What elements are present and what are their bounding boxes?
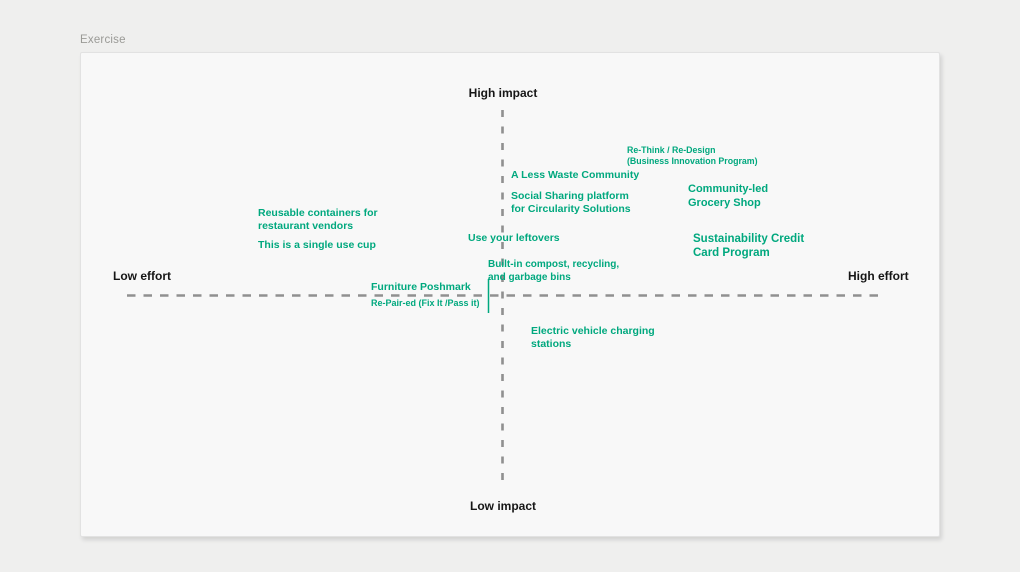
note-social-sharing-platform[interactable]: Social Sharing platform for Circularity …	[511, 190, 631, 216]
note-less-waste-community[interactable]: A Less Waste Community	[511, 169, 640, 181]
frame-title[interactable]: Exercise	[80, 34, 126, 46]
axis-label-high-impact[interactable]: High impact	[468, 86, 538, 100]
axis-label-low-effort[interactable]: Low effort	[113, 269, 171, 283]
note-use-your-leftovers[interactable]: Use your leftovers	[468, 232, 560, 244]
axis-label-high-effort[interactable]: High effort	[848, 269, 909, 283]
note-built-in-compost[interactable]: Built-in compost, recycling, and garbage…	[488, 259, 620, 283]
note-reusable-containers[interactable]: Reusable containers for restaurant vendo…	[258, 207, 378, 233]
note-re-pair-ed[interactable]: Re-Pair-ed (Fix It /Pass it)	[371, 298, 480, 308]
note-ev-charging[interactable]: Electric vehicle charging stations	[531, 325, 655, 351]
note-single-use-cup[interactable]: This is a single use cup	[258, 239, 376, 251]
note-sustainability-credit-card[interactable]: Sustainability Credit Card Program	[693, 233, 805, 260]
note-furniture-poshmark[interactable]: Furniture Poshmark	[371, 281, 471, 293]
exercise-frame[interactable]	[80, 52, 940, 537]
note-rethink-redesign[interactable]: Re-Think / Re-Design (Business Innovatio…	[627, 145, 758, 167]
axis-label-low-impact[interactable]: Low impact	[469, 499, 537, 513]
note-community-grocery[interactable]: Community-led Grocery Shop	[688, 183, 769, 209]
